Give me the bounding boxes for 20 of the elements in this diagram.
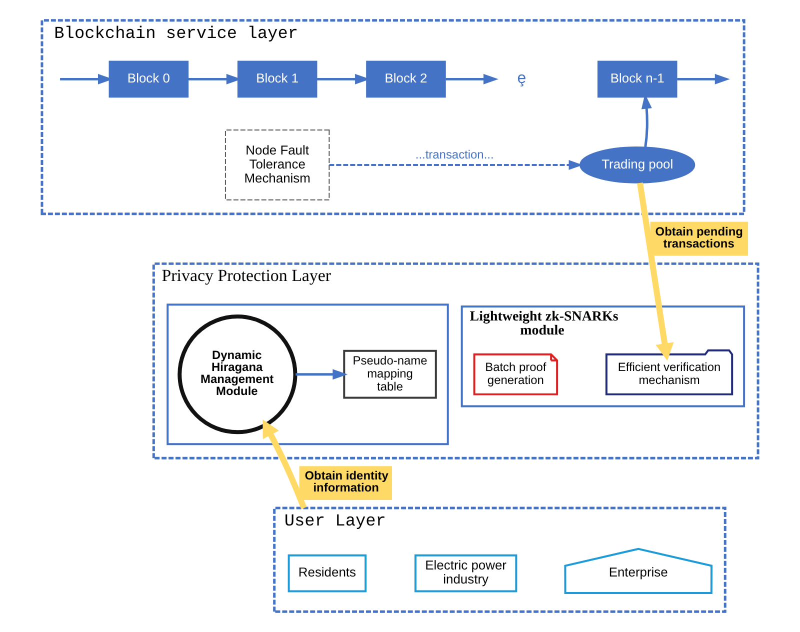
arrow bbox=[446, 74, 498, 84]
edge-label: ...transaction... bbox=[415, 148, 494, 162]
node-box: Block 2 bbox=[366, 60, 446, 98]
node-box: Residents bbox=[288, 554, 367, 592]
cluster bbox=[166, 304, 449, 446]
arrow bbox=[296, 369, 348, 380]
node-text: ȩ bbox=[517, 70, 526, 87]
node-box: Pseudo-name mapping table bbox=[343, 350, 437, 399]
arrow bbox=[329, 160, 583, 170]
arrow bbox=[677, 74, 730, 84]
arrow bbox=[637, 182, 674, 361]
edge-label: Obtain identity information bbox=[304, 468, 388, 495]
node-box: Block 1 bbox=[237, 60, 318, 98]
node-box: Block 0 bbox=[108, 60, 189, 98]
node-box: Electric power industry bbox=[414, 554, 518, 592]
node-circle: Dynamic Hiragana Management Module bbox=[178, 314, 298, 434]
node-box: Node Fault Tolerance Mechanism bbox=[224, 130, 330, 200]
node-ellipse: Trading pool bbox=[580, 146, 696, 184]
node-box: Block n-1 bbox=[597, 60, 678, 98]
edge-label: Obtain pending transactions bbox=[655, 224, 743, 250]
